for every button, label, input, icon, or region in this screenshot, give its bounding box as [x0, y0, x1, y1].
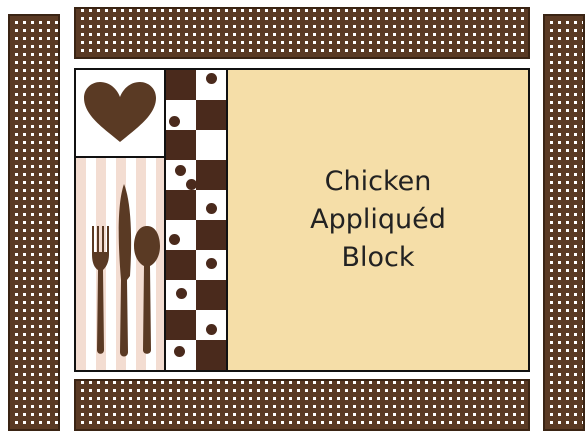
fork-icon [92, 226, 109, 354]
block-label-line-1: Chicken [324, 166, 432, 197]
chicken-applique-block: Chicken Appliquéd Block [226, 68, 530, 372]
utensils-panel [74, 156, 166, 372]
knife-icon [118, 184, 132, 357]
right-plaid-border [543, 14, 585, 431]
block-label-line-2: Appliquéd [310, 204, 446, 235]
top-plaid-border [74, 7, 530, 59]
checkerboard-strip [166, 68, 228, 372]
heart-icon [84, 82, 156, 142]
heart-square [74, 68, 166, 158]
left-plaid-border [8, 14, 60, 431]
block-label-line-3: Block [341, 242, 415, 273]
spoon-icon [134, 226, 160, 354]
bottom-plaid-border [74, 379, 530, 431]
